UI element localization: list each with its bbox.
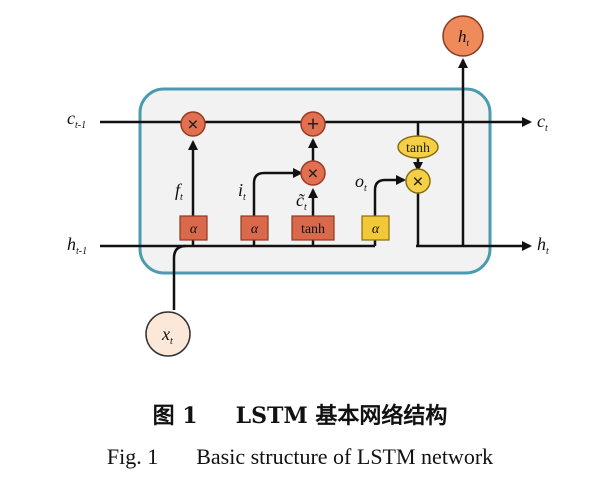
- input-signal-line: [252, 168, 303, 216]
- forget-signal-label: ft: [175, 180, 183, 203]
- svg-text:tanh: tanh: [406, 141, 430, 156]
- add-op: +: [300, 111, 326, 137]
- svg-text:×: ×: [412, 171, 423, 193]
- caption-en-text: Basic structure of LSTM network: [196, 444, 494, 469]
- candidate-signal-label: c̃t: [296, 190, 307, 213]
- input-gate: α: [240, 215, 269, 241]
- c-out-label: ct: [537, 111, 548, 134]
- output-tanh-op: tanh: [397, 135, 439, 159]
- svg-text:α: α: [372, 222, 380, 237]
- h-output-node: ht: [442, 15, 484, 57]
- svg-text:×: ×: [307, 163, 318, 185]
- lstm-diagram: × + × tanh × α α tanh α ft it c̃t ot ct-…: [67, 15, 549, 357]
- h-prev-label: ht-1: [67, 234, 87, 257]
- svg-text:ht: ht: [458, 27, 470, 48]
- output-signal-label: ot: [355, 171, 367, 194]
- output-signal-line: [373, 175, 406, 216]
- forget-gate: α: [179, 215, 208, 241]
- forget-multiply-op: ×: [180, 111, 206, 137]
- svg-text:tanh: tanh: [301, 222, 325, 237]
- caption-english: Fig. 1 Basic structure of LSTM network: [0, 444, 600, 470]
- caption-cn-text: LSTM 基本网络结构: [235, 403, 448, 429]
- svg-text:×: ×: [187, 114, 198, 136]
- c-prev-label: ct-1: [67, 108, 86, 131]
- x-input-node: xt: [145, 311, 191, 357]
- svg-text:xt: xt: [161, 324, 173, 347]
- candidate-gate: tanh: [291, 215, 335, 241]
- caption-en-label: Fig. 1: [106, 444, 159, 469]
- output-gate: α: [361, 215, 390, 241]
- svg-text:α: α: [251, 222, 259, 237]
- x-input-line: [172, 244, 187, 310]
- svg-text:+: +: [307, 111, 320, 136]
- h-out-label: ht: [537, 234, 549, 257]
- caption-chinese: 图 1 LSTM 基本网络结构: [0, 398, 600, 430]
- input-multiply-op: ×: [300, 160, 326, 186]
- output-multiply-op: ×: [405, 168, 431, 194]
- caption-cn-label: 图 1: [152, 403, 198, 429]
- input-signal-label: it: [238, 180, 246, 203]
- svg-text:α: α: [190, 222, 198, 237]
